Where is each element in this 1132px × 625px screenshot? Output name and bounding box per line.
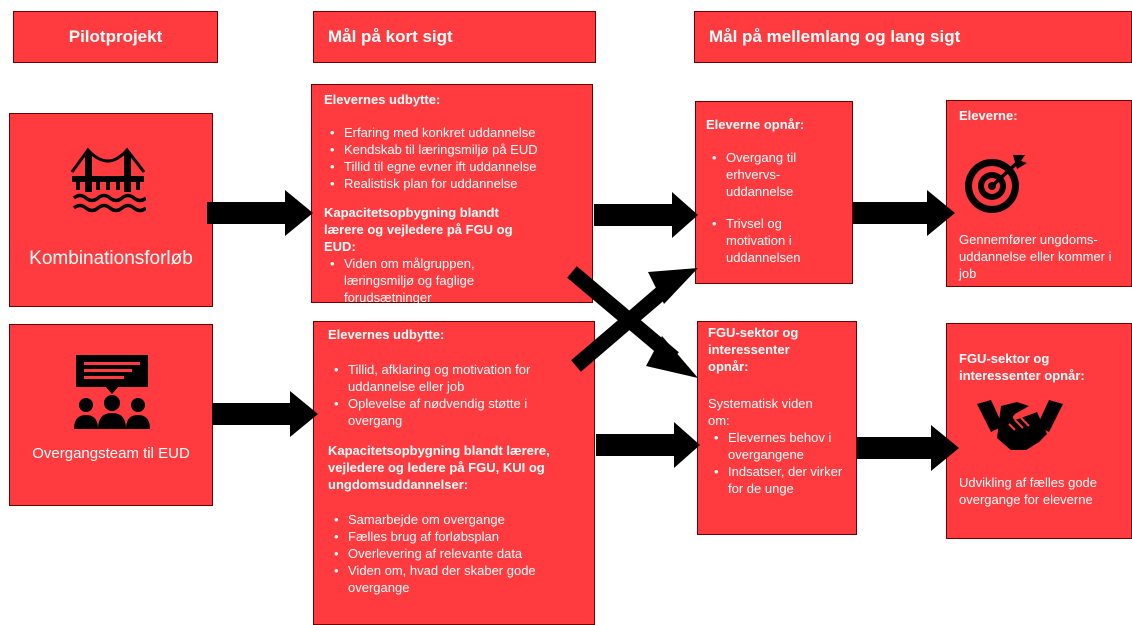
list-item: Tillid, afklaring og motivation for udda… <box>328 361 568 395</box>
arrow-midtop-to-longtop <box>853 190 955 236</box>
header-long-term: Mål på mellemlang og lang sigt <box>694 11 1132 63</box>
list-item: Realistisk plan for uddannelse <box>324 175 582 192</box>
short-top-list-1: Erfaring med konkret uddannelse Kendskab… <box>324 124 582 192</box>
long-bottom-title: FGU-sektor og interessenter opnår: <box>959 351 1085 383</box>
list-item: Erfaring med konkret uddannelse <box>324 124 582 141</box>
arrow-shorttop-to-midtop <box>594 192 698 238</box>
list-item: Samarbejde om overgange <box>328 511 573 528</box>
short-bottom-list-1: Tillid, afklaring og motivation for udda… <box>328 361 568 429</box>
short-bottom-title-1: Elevernes udbytte: <box>328 327 445 342</box>
short-term-bottom-box: Elevernes udbytte: Tillid, afklaring og … <box>313 321 595 625</box>
header-short-term: Mål på kort sigt <box>313 11 596 63</box>
mid-bottom-intro: Systematisk viden om: <box>708 396 813 428</box>
list-item: Trivsel og motivation i uddannelsen <box>706 215 816 266</box>
mid-top-title: Eleverne opnår: <box>706 117 805 132</box>
short-top-title-1: Elevernes udbytte: <box>324 92 441 107</box>
list-item: Indsatser, der virker for de unge <box>708 463 848 497</box>
list-item: Viden om målgruppen, læringsmiljø og fag… <box>324 255 529 306</box>
handshake-icon <box>977 400 1063 450</box>
header-pilotprojekt-label: Pilotprojekt <box>68 27 163 46</box>
mid-bottom-title: FGU-sektor og interessenter opnår: <box>708 325 799 374</box>
arrow-shortbottom-to-midbottom <box>596 422 700 468</box>
arrow-midbottom-to-longbottom <box>857 425 959 471</box>
pilot-overgangsteam-label: Overgangsteam til EUD <box>32 445 190 462</box>
short-bottom-title-2: Kapacitetsopbygning blandt lærere, vejle… <box>328 443 550 492</box>
list-item: Elevernes behov i overgangene <box>708 429 848 463</box>
long-top-text: Gennemfører ungdoms- uddannelse eller ko… <box>959 232 1112 281</box>
arrow-pilot1-to-short <box>207 190 313 236</box>
mid-bottom-list: Elevernes behov i overgangene Indsatser,… <box>708 429 848 497</box>
list-item: Oplevelse af nødvendig støtte i overgang <box>328 395 568 429</box>
long-term-bottom-box: FGU-sektor og interessenter opnår: Udvik… <box>946 323 1132 539</box>
list-item: Overgang til erhvervs- uddannelse <box>706 149 816 200</box>
long-term-top-box: Eleverne: Gennemfører ungdoms- uddannels… <box>946 100 1132 287</box>
header-pilotprojekt: Pilotprojekt <box>13 11 218 63</box>
pilot-kombinationsforloeb-box: Kombinationsforløb <box>9 113 213 307</box>
list-item: Viden om, hvad der skaber gode overgange <box>328 562 573 596</box>
list-item: Tillid til egne evner ift uddannelse <box>324 158 582 175</box>
short-bottom-list-2: Samarbejde om overgange Fælles brug af f… <box>328 511 573 596</box>
long-top-title: Eleverne: <box>959 108 1018 123</box>
pilot-kombinationsforloeb-label: Kombinationsforløb <box>29 248 193 269</box>
short-term-top-box: Elevernes udbytte: Erfaring med konkret … <box>311 84 593 306</box>
short-top-title-2: Kapacitetsopbygning blandt lærere og vej… <box>324 205 513 254</box>
short-top-list-2: Viden om målgruppen, læringsmiljø og fag… <box>324 255 529 306</box>
mid-term-top-box: Eleverne opnår: Overgang til erhvervs- u… <box>695 101 853 284</box>
cross-arrow-up <box>571 268 698 372</box>
target-icon <box>965 155 1027 213</box>
bridge-icon <box>70 147 146 213</box>
list-item: Kendskab til læringsmiljø på EUD <box>324 141 582 158</box>
header-short-term-label: Mål på kort sigt <box>328 27 453 46</box>
cross-arrow-down <box>567 266 698 378</box>
list-item: Fælles brug af forløbsplan <box>328 528 573 545</box>
long-bottom-text: Udvikling af fælles gode overgange for e… <box>959 475 1098 507</box>
list-item: Overlevering af relevante data <box>328 545 573 562</box>
mid-term-bottom-box: FGU-sektor og interessenter opnår: Syste… <box>697 321 857 535</box>
mid-top-list: Overgang til erhvervs- uddannelse Trivse… <box>706 149 816 266</box>
pilot-overgangsteam-box: Overgangsteam til EUD <box>9 324 213 506</box>
header-long-term-label: Mål på mellemlang og lang sigt <box>709 27 961 46</box>
arrow-pilot2-to-short <box>212 391 318 437</box>
team-meeting-icon <box>74 355 150 429</box>
